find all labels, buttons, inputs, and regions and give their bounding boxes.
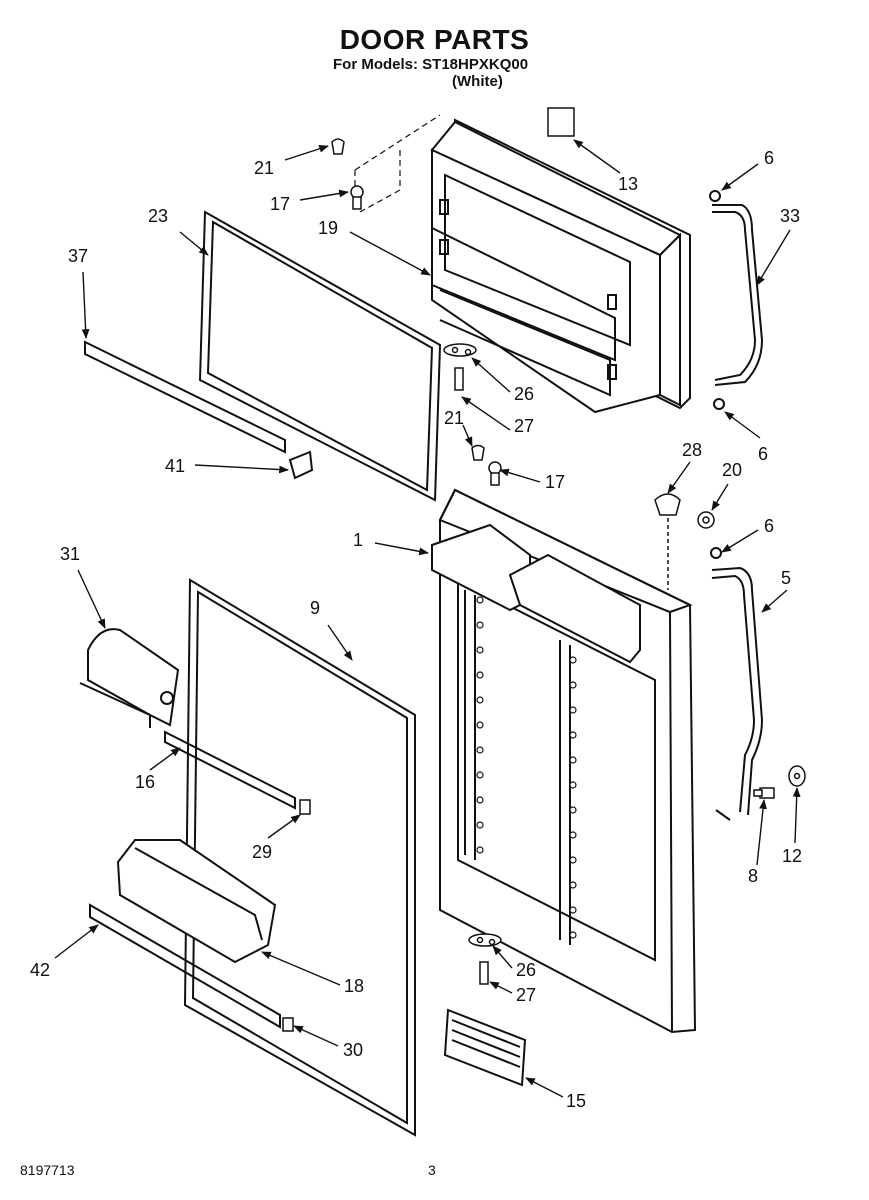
hinge-plate-26b [468, 933, 502, 985]
callout-6-handle: 6 [764, 516, 774, 536]
callout-12: 12 [782, 846, 802, 866]
callout-41: 41 [165, 456, 185, 476]
page-number: 3 [428, 1162, 436, 1178]
door-shelf-bar-42 [89, 903, 281, 1029]
callout-18: 18 [344, 976, 364, 996]
color-line: (White) [452, 73, 503, 90]
callout-6: 6 [764, 148, 774, 168]
callout-31: 31 [60, 544, 80, 564]
models-line: For Models: ST18HPXKQ00 [333, 56, 529, 73]
bushing-20 [697, 511, 715, 529]
leader-lines [54, 139, 801, 1098]
door-label-13 [547, 107, 575, 137]
door-panel-15 [443, 1008, 527, 1087]
fresh-food-door [431, 488, 697, 1034]
screw-cap-21b [471, 444, 485, 461]
callout-21-lower: 21 [444, 408, 464, 428]
freezer-door-gasket [198, 210, 442, 502]
callout-19: 19 [318, 218, 338, 238]
document-number: 8197713 [20, 1162, 75, 1178]
callout-27: 27 [514, 416, 534, 436]
freezer-door-bar [84, 340, 286, 454]
door-shelf-studs [476, 596, 577, 939]
callout-42: 42 [30, 960, 50, 980]
screw-17b [488, 461, 502, 486]
callout-26-lower: 26 [516, 960, 536, 980]
callout-27-lower: 27 [516, 985, 536, 1005]
callout-17-lower: 17 [545, 472, 565, 492]
callout-29: 29 [252, 842, 272, 862]
screw-17a [350, 185, 364, 210]
bar-end-cap-41 [288, 450, 314, 480]
callout-numbers: 21 17 13 6 33 23 19 37 26 21 27 6 41 17 … [30, 148, 802, 1111]
screw-cap-21a [331, 138, 345, 155]
callout-21: 21 [254, 158, 274, 178]
fresh-food-handle [710, 547, 764, 821]
dairy-compartment-door [79, 628, 180, 728]
callout-15: 15 [566, 1091, 586, 1111]
plug-28 [654, 493, 681, 590]
cap-hidden-line [354, 114, 441, 213]
callout-1: 1 [353, 530, 363, 550]
callout-9: 9 [310, 598, 320, 618]
callout-30: 30 [343, 1040, 363, 1060]
hinge-plate-26a [443, 343, 477, 391]
callout-6-lower: 6 [758, 444, 768, 464]
callout-20: 20 [722, 460, 742, 480]
callout-37: 37 [68, 246, 88, 266]
callout-17: 17 [270, 194, 290, 214]
callout-13: 13 [618, 174, 638, 194]
page-title: DOOR PARTS [339, 24, 530, 55]
callout-23: 23 [148, 206, 168, 226]
bar-clip-29 [299, 799, 311, 815]
handle-cover-12 [788, 765, 806, 787]
handle-fastener-8 [753, 787, 775, 799]
freezer-handle [709, 190, 764, 410]
callout-8: 8 [748, 866, 758, 886]
callout-33: 33 [780, 206, 800, 226]
callout-16: 16 [135, 772, 155, 792]
bar-clip-30 [282, 1017, 294, 1032]
fresh-food-door-gasket [183, 578, 416, 1137]
callout-5: 5 [781, 568, 791, 588]
callout-26: 26 [514, 384, 534, 404]
door-shelf-bin-18 [116, 839, 277, 964]
freezer-door-liner [430, 118, 691, 414]
door-shelf-bar-16 [164, 730, 296, 810]
callout-28: 28 [682, 440, 702, 460]
